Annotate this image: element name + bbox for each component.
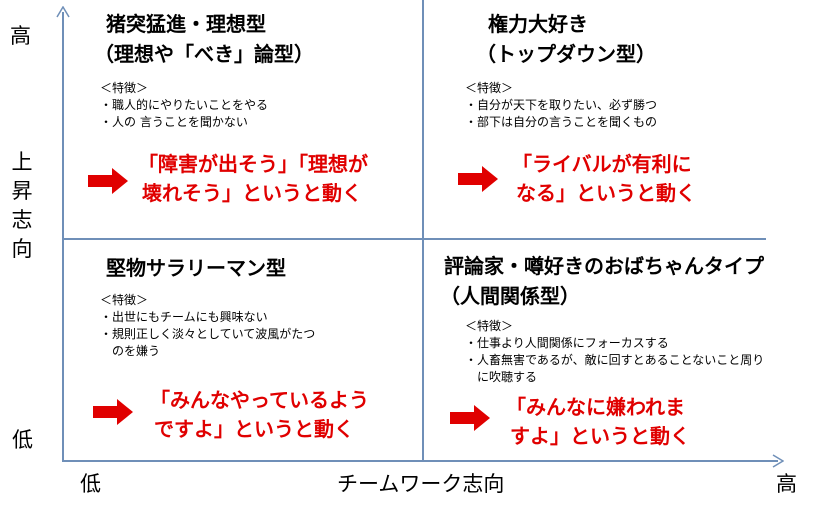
q1-features: ＜特徴＞ ・職人的にやりたいことをやる ・人の 言うことを聞かない	[100, 81, 269, 129]
q1-action: 「障害が出そう」「理想が 壊れそう」というと動く	[138, 152, 368, 205]
q3-action: 「みんなやっているよう ですよ」というと動く	[150, 388, 369, 441]
q4-action: 「みんなに嫌われま すよ」というと動く	[506, 395, 690, 448]
x-axis-arrowhead-icon	[772, 454, 784, 468]
q2-features: ＜特徴＞ ・自分が天下を取りたい、必ず勝つ ・部下は自分の言うことを聞くもの	[465, 81, 658, 129]
y-high-label: 高	[10, 24, 31, 48]
y-axis	[62, 12, 64, 461]
x-axis-label: チームワーク志向	[337, 472, 505, 496]
y-low-label: 低	[12, 428, 33, 452]
q4-title: 評論家・噂好きのおばちゃんタイプ （人間関係型）	[440, 254, 764, 308]
q1-right-arrow-icon	[88, 168, 128, 194]
q2-action: 「ライバルが有利に なる」というと動く	[512, 152, 696, 205]
q4-features: ＜特徴＞ ・仕事より人間関係にフォーカスする ・人畜無害であるが、敵に回すとある…	[465, 319, 765, 384]
q3-right-arrow-icon	[93, 399, 133, 425]
q2-title: 権力大好き （トップダウン型）	[476, 12, 656, 66]
q3-title: 堅物サラリーマン型	[106, 256, 286, 280]
vertical-divider	[422, 0, 424, 461]
horizontal-divider	[62, 238, 766, 240]
q4-right-arrow-icon	[450, 405, 490, 431]
x-high-label: 高	[776, 472, 797, 496]
x-axis	[62, 460, 778, 462]
y-axis-arrowhead-icon	[56, 6, 70, 18]
q3-features: ＜特徴＞ ・出世にもチームにも興味ない ・規則正しく淡々としていて波風がたつ の…	[100, 293, 316, 358]
y-axis-label: 上昇志向	[11, 150, 33, 261]
q1-title: 猪突猛進・理想型 （理想や「べき」論型）	[94, 12, 314, 66]
q2-right-arrow-icon	[458, 166, 498, 192]
x-low-label: 低	[80, 472, 101, 496]
